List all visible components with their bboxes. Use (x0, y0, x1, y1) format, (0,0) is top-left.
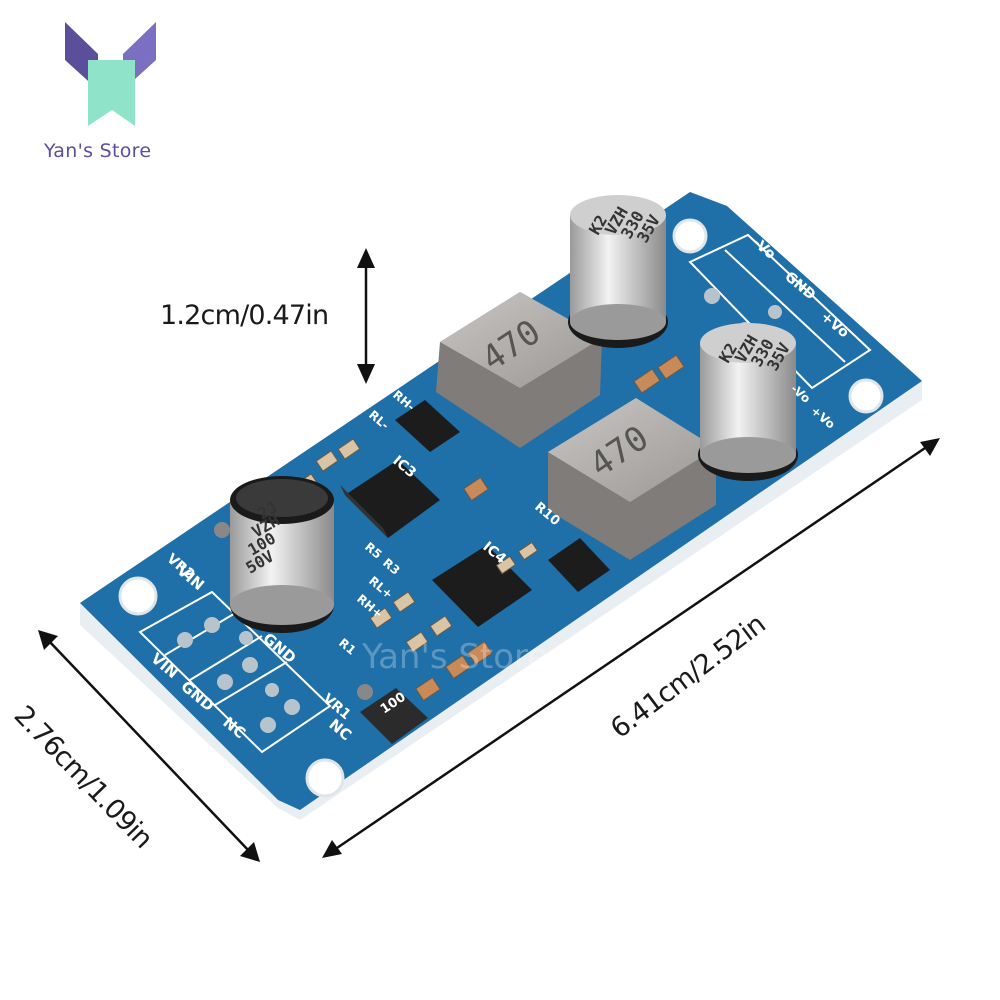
store-name: Yan's Store (44, 140, 152, 162)
mount-hole (848, 378, 884, 414)
small-ic (395, 400, 610, 592)
ic-chip (340, 460, 440, 538)
output-capacitor: K2 VZH 330 35V (568, 195, 668, 348)
store-logo (65, 22, 156, 126)
watermark: Yan's Store (361, 637, 548, 677)
width-arrow (38, 630, 260, 862)
logo-stem-shape (88, 60, 135, 126)
height-arrow (357, 248, 375, 384)
height-dimension-label: 1.2cm/0.47in (160, 300, 329, 331)
length-arrow (322, 438, 940, 858)
output-capacitor: K2 VZH 330 35V (698, 323, 798, 481)
power-inductor: 470 (436, 292, 602, 448)
power-inductor: 470 (548, 398, 716, 560)
smd-passives (295, 354, 685, 702)
mount-hole (118, 576, 158, 616)
mount-hole (672, 218, 708, 254)
mounting-holes (118, 218, 884, 798)
mount-hole (305, 758, 345, 798)
trim-potentiometer (214, 522, 230, 538)
trim-potentiometer (357, 684, 373, 700)
input-pins (177, 617, 300, 733)
input-capacitor: 2J VZH 100 50V (230, 476, 334, 633)
